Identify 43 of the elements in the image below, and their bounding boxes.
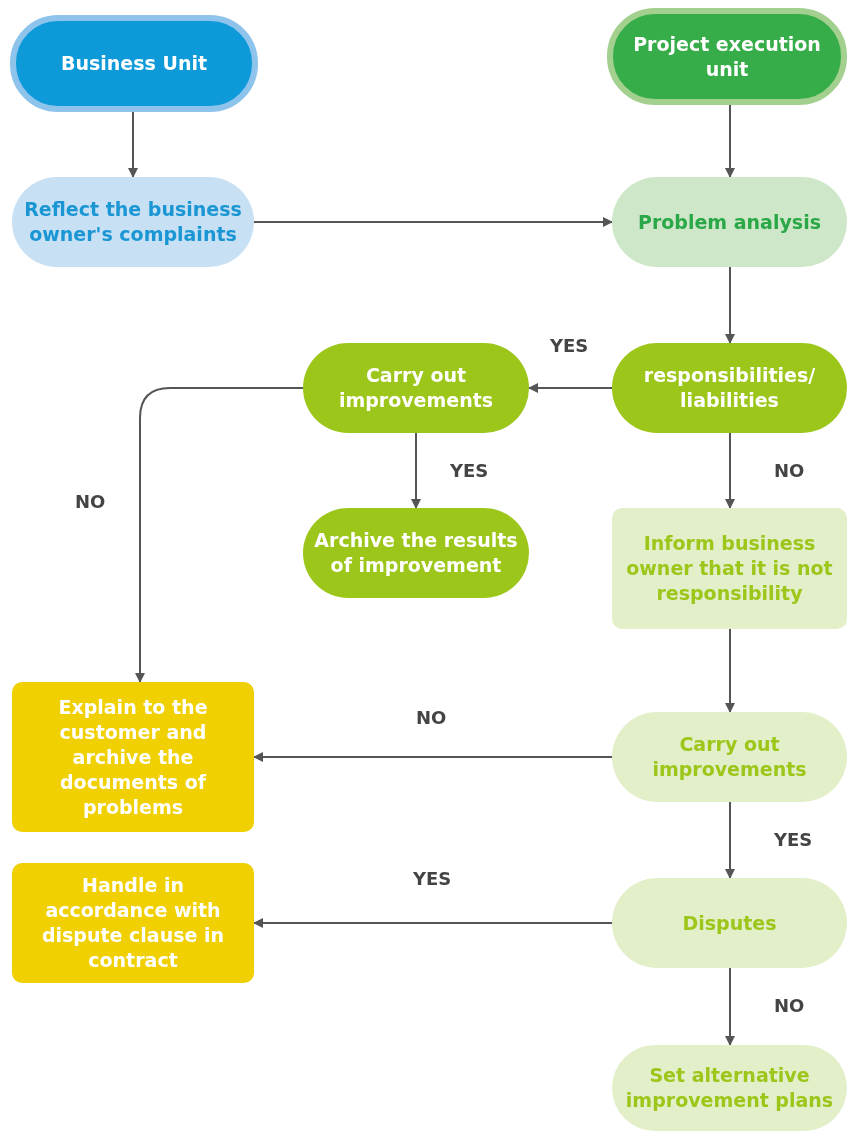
node-label: Set alternative improvement plans	[624, 1063, 835, 1113]
node-label: Disputes	[682, 910, 777, 936]
process-box	[612, 508, 847, 629]
arrow	[253, 918, 613, 928]
arrow	[253, 217, 613, 227]
arrow	[725, 628, 735, 713]
process-pill	[612, 712, 847, 802]
edge-label: NO	[416, 707, 447, 728]
arrow	[135, 387, 304, 683]
edge-label: YES	[413, 868, 452, 889]
process-box	[12, 863, 254, 983]
edge-label: YES	[774, 829, 813, 850]
process-pill	[612, 878, 847, 968]
arrow	[725, 104, 735, 178]
process-pill	[612, 1045, 847, 1131]
node-label: Carry out improvements	[651, 732, 808, 782]
process-box	[12, 682, 254, 832]
node-label: Handle in accordance with dispute clause in contract	[40, 873, 226, 973]
node-label: Problem analysis	[638, 209, 821, 235]
edge-label: YES	[550, 335, 589, 356]
edge-label: NO	[774, 460, 805, 481]
node-label: Project execution unit	[632, 31, 822, 82]
arrow	[725, 266, 735, 344]
node-label: responsibilities/ liabilities	[642, 363, 817, 413]
arrow	[528, 383, 613, 393]
process-pill	[607, 8, 847, 105]
arrow	[725, 967, 735, 1046]
node-label: Reflect the business owner's complaints	[23, 197, 243, 247]
edge-label: NO	[75, 491, 106, 512]
node-label: Archive the results of improvement	[313, 528, 519, 578]
arrow	[128, 111, 138, 178]
arrow	[411, 432, 421, 509]
node-label: Inform business owner that it is not responsibility	[625, 531, 834, 606]
arrow	[725, 432, 735, 509]
process-pill	[612, 177, 847, 267]
node-label: Carry out improvements	[337, 363, 495, 413]
edge-label: YES	[450, 460, 489, 481]
arrow	[725, 801, 735, 879]
edge-label: NO	[774, 995, 805, 1016]
arrow	[253, 752, 613, 762]
process-pill	[612, 343, 847, 433]
node-label: Business Unit	[61, 51, 207, 76]
node-label: Explain to the customer and archive the documents of problems	[57, 694, 209, 820]
